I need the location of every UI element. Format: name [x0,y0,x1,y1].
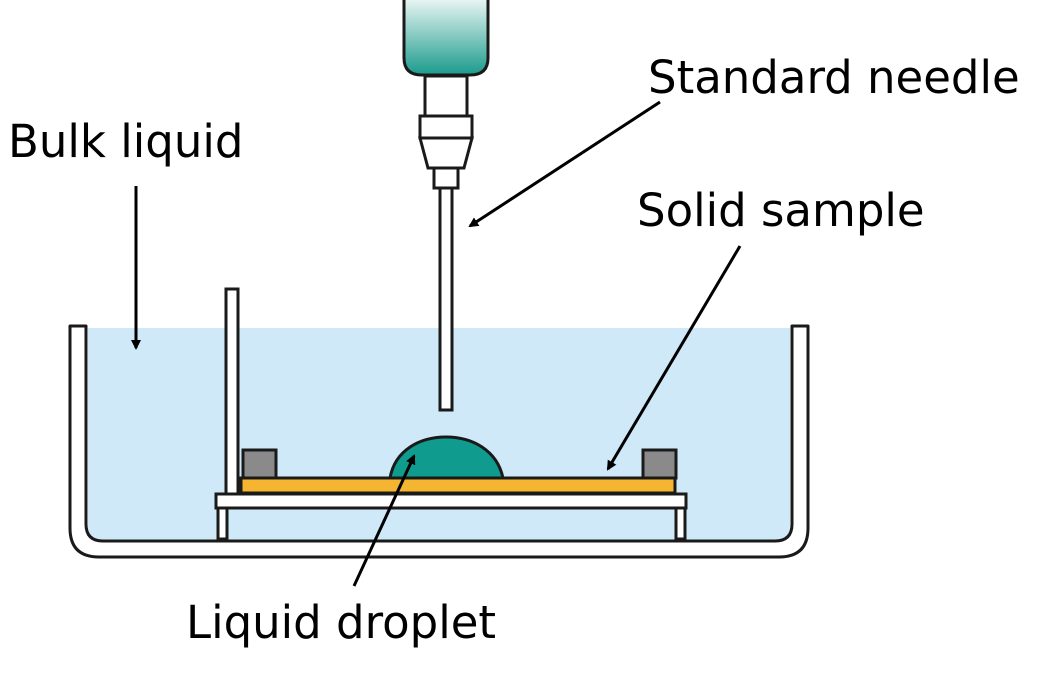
bulk-liquid-label: Bulk liquid [8,115,243,168]
stage-leg-left [216,505,229,541]
clamp-block-right [641,448,678,480]
standard-needle-arrow [468,100,661,228]
standard-needle-shaft [438,186,454,412]
liquid-droplet [388,435,505,480]
syringe-tip [432,166,460,190]
container-tray [68,324,810,559]
syringe-barrel [402,0,490,77]
syringe-hub-taper [418,136,474,170]
syringe-collar [423,74,469,118]
liquid-droplet-label: Liquid droplet [186,596,496,649]
stage-leg-right [674,505,687,541]
solid-sample-arrow [606,245,742,471]
standard-needle-label: Standard needle [648,51,1020,104]
solid-sample-plate [239,476,677,495]
liquid-droplet-arrow [352,454,416,587]
clamp-block-left [241,448,278,480]
stage-post [224,287,240,496]
solid-sample-label: Solid sample [637,184,925,237]
syringe-hub-top [418,114,474,140]
stage-platform [214,492,688,510]
